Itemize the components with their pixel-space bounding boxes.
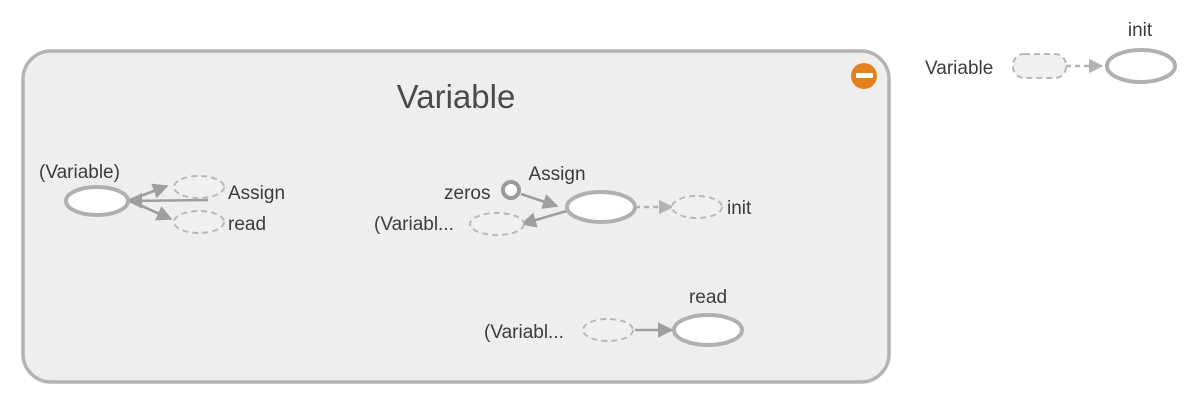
node-label-zeros: zeros	[444, 183, 490, 204]
node-read-stub-left[interactable]	[173, 210, 225, 234]
edge-variable-to-read-stub	[134, 201, 173, 221]
node-variable-stub-bot[interactable]	[582, 318, 634, 342]
node-variable-stub-mid[interactable]	[469, 212, 525, 236]
node-variable-in-ref[interactable]	[64, 185, 130, 217]
edge-assign-to-variable-stub-mid	[520, 208, 571, 228]
node-label-variable-in-ref: (Variable)	[39, 162, 120, 183]
minus-icon-bar[interactable]	[856, 73, 873, 78]
edge-readstub-to-variable	[126, 193, 209, 209]
node-init-op[interactable]	[1105, 48, 1177, 84]
node-label-assign-op: Assign	[528, 164, 585, 185]
node-assign-stub-left[interactable]	[173, 175, 225, 199]
variable-cluster-box[interactable]	[21, 49, 891, 384]
node-label-assign-stub-left: Assign	[228, 183, 285, 204]
node-label-read-op: read	[689, 287, 727, 308]
node-zeros-input[interactable]	[501, 180, 521, 200]
node-label-init-stub: init	[727, 198, 752, 219]
node-label-variable-stub-bot: (Variabl...	[484, 322, 564, 343]
collapse-button[interactable]	[851, 63, 877, 89]
node-label-variable-stub-mid: (Variabl...	[374, 214, 454, 235]
node-label-read-stub-left: read	[228, 214, 266, 235]
node-label-init-op: init	[1128, 20, 1153, 41]
node-read-op[interactable]	[672, 313, 744, 347]
node-init-stub[interactable]	[671, 195, 723, 219]
edge-zeros-to-assign	[520, 192, 559, 209]
node-label-variable-stub-ext: Variable	[925, 58, 993, 79]
node-assign-op[interactable]	[565, 190, 637, 224]
cluster-title: Variable	[397, 78, 516, 115]
node-variable-stub-ext[interactable]	[1012, 53, 1067, 79]
